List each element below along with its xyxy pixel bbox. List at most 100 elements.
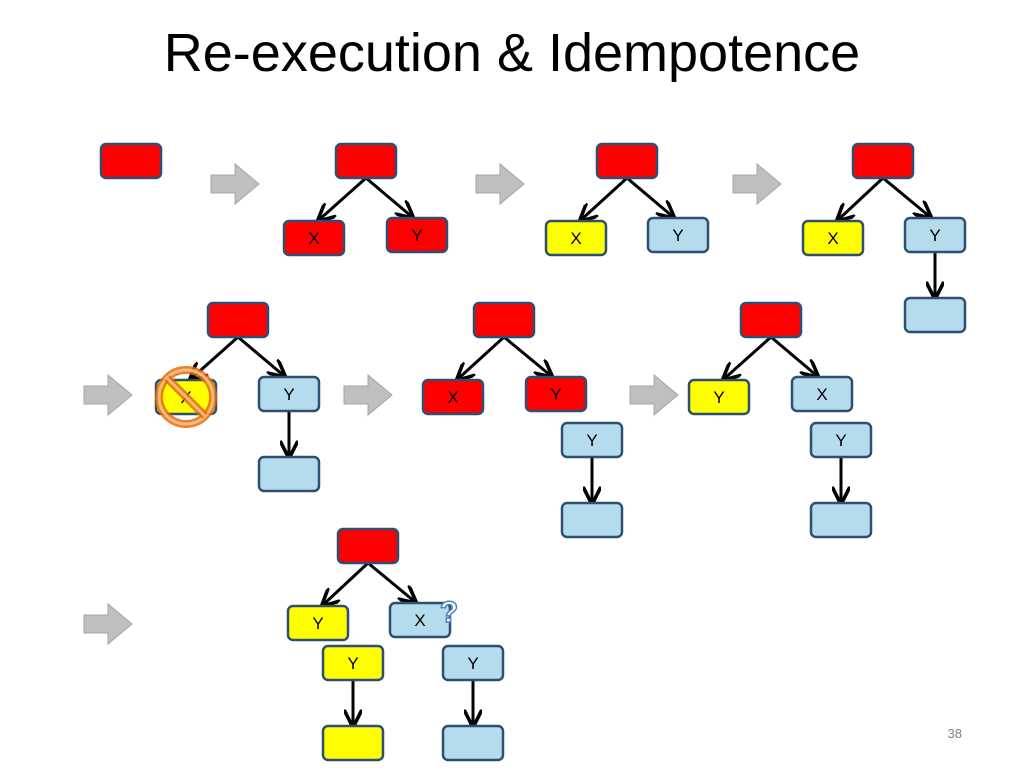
task-node-label: X (414, 611, 425, 630)
slide-number: 38 (947, 726, 962, 741)
task-node-box (336, 527, 400, 565)
right-arrow-icon (629, 373, 679, 417)
right-arrow-icon (83, 602, 133, 646)
task-node-box (99, 142, 163, 180)
steps: XYXYXYXYXYYYXYYX?YY (99, 142, 967, 762)
task-node-box (334, 142, 398, 180)
step-1 (99, 142, 163, 180)
step-8: Y X? Y Y (286, 527, 505, 762)
right-arrow-icon (343, 373, 393, 417)
task-node-box (282, 219, 346, 257)
step-arrows (83, 162, 782, 646)
task-node: Y (385, 216, 449, 254)
task-node-label: Y (347, 654, 358, 673)
task-node-label: Y (411, 226, 422, 245)
step-7: Y X Y (687, 301, 873, 539)
task-node-box (257, 375, 321, 413)
task-node-box (903, 296, 967, 334)
task-node (334, 142, 398, 180)
step-5: XY (154, 301, 321, 493)
edge-arrow (320, 176, 367, 219)
task-node (99, 142, 163, 180)
task-node-box (801, 219, 865, 257)
task-node: X (801, 219, 865, 257)
task-node-label: X (570, 229, 581, 248)
edge-arrow (839, 176, 885, 219)
right-arrow-icon (83, 373, 133, 417)
task-node: Y (687, 378, 751, 416)
task-node: X (544, 219, 608, 257)
task-node-box (544, 219, 608, 257)
task-node-label: X (816, 385, 827, 404)
task-node (560, 501, 624, 539)
task-node-box (903, 216, 967, 254)
task-node-box (851, 142, 915, 180)
task-node (321, 724, 385, 762)
task-node-box (257, 455, 321, 493)
slide-title: Re-execution & Idempotence (163, 23, 861, 83)
edge-arrow (365, 176, 411, 216)
edge-arrow (770, 335, 816, 375)
task-node-box (441, 724, 505, 762)
task-node-box (524, 375, 588, 413)
right-arrow-icon (210, 162, 260, 206)
task-node-box (321, 644, 385, 682)
task-node-box (206, 301, 270, 339)
task-node-label: Y (929, 226, 940, 245)
task-node (441, 724, 505, 762)
task-node: X (790, 375, 854, 413)
task-node (206, 301, 270, 339)
task-node: Y (257, 375, 321, 413)
task-node-label: Y (672, 226, 683, 245)
task-node: Y (903, 216, 967, 254)
task-node: Y (321, 644, 385, 682)
edge-arrow (503, 335, 550, 375)
task-node-box (687, 378, 751, 416)
task-node-label: Y (713, 388, 724, 407)
task-node-box (646, 216, 710, 254)
edge-arrow (725, 335, 772, 378)
task-node-label: Y (467, 654, 478, 673)
task-node (336, 527, 400, 565)
task-node-box (388, 601, 452, 639)
edge-arrow (459, 335, 506, 378)
task-node-label: X (447, 388, 458, 407)
task-node-label: Y (283, 385, 294, 404)
task-node-label: Y (586, 431, 597, 450)
edge-arrow (882, 176, 929, 216)
prohibited-icon (155, 366, 217, 428)
right-arrow-icon (475, 162, 525, 206)
task-node-label: Y (835, 431, 846, 450)
task-node: Y (646, 216, 710, 254)
edge-arrow (324, 561, 370, 604)
task-node-label: Y (312, 614, 323, 633)
edge-arrow (367, 561, 414, 601)
task-node (595, 142, 659, 180)
task-node-label: X (827, 229, 838, 248)
task-node (809, 501, 873, 539)
task-node: Y (441, 644, 505, 682)
task-node-box (809, 501, 873, 539)
task-node-box (441, 644, 505, 682)
task-node-box (560, 421, 624, 459)
task-node-box (739, 301, 803, 339)
task-node-box (595, 142, 659, 180)
task-node: Y (286, 604, 350, 642)
edge-arrow (626, 176, 672, 216)
task-node: Y (560, 421, 624, 459)
task-node (472, 301, 536, 339)
task-node-box (321, 724, 385, 762)
task-node: X? (388, 595, 459, 639)
task-node-box (560, 501, 624, 539)
task-node-box (809, 421, 873, 459)
task-node (739, 301, 803, 339)
task-node: X (282, 219, 346, 257)
task-node: X (154, 366, 218, 428)
task-node (257, 455, 321, 493)
task-node-label: X (308, 229, 319, 248)
task-node-box (472, 301, 536, 339)
